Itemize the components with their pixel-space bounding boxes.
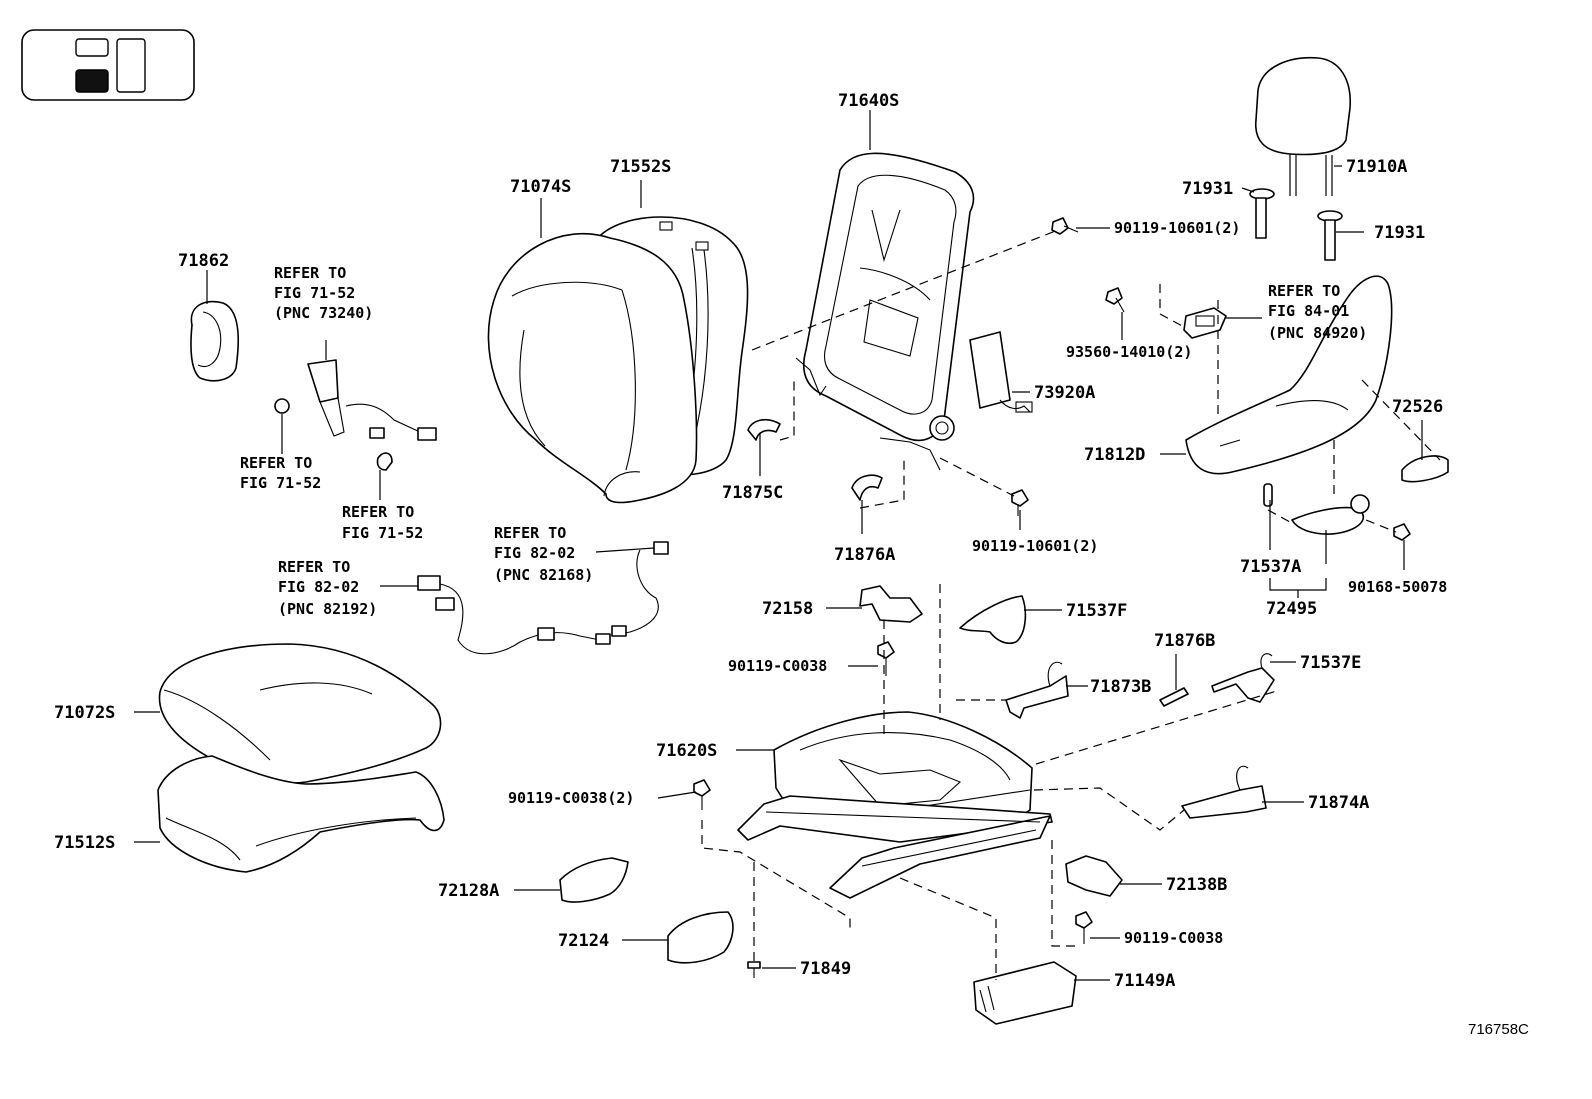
svg-text:FIG 82-02: FIG 82-02: [278, 578, 359, 596]
wire-harness-drawings: [417, 541, 669, 655]
label-71875C: 71875C: [722, 483, 783, 503]
ref-harness-left-note: REFER TO FIG 82-02 (PNC 82192): [278, 558, 377, 618]
label-71862: 71862: [178, 251, 229, 271]
label-71640S: 71640S: [838, 91, 899, 111]
label-71072S: 71072S: [54, 703, 115, 723]
part-labels: 71862 71074S 71552S 71640S 71910A 71931 …: [54, 91, 1447, 991]
label-90168-50078: 90168-50078: [1348, 578, 1447, 596]
label-71873B: 71873B: [1090, 677, 1151, 697]
label-90119-10601-upper: 90119-10601(2): [1114, 219, 1240, 237]
label-72124: 72124: [558, 931, 609, 951]
clip-71875C-drawing: [747, 418, 781, 441]
label-72138B: 72138B: [1166, 875, 1227, 895]
link-71873B-drawing: [1005, 661, 1069, 719]
label-72526: 72526: [1392, 397, 1443, 417]
label-72128A: 72128A: [438, 881, 499, 901]
bracket-71537F-drawing: [959, 595, 1027, 645]
svg-text:REFER TO: REFER TO: [494, 524, 566, 542]
label-71149A: 71149A: [1114, 971, 1175, 991]
label-72495: 72495: [1266, 599, 1317, 619]
label-71931-upper: 71931: [1182, 179, 1233, 199]
label-71552S: 71552S: [610, 157, 671, 177]
label-71910A: 71910A: [1346, 157, 1407, 177]
svg-text:FIG 82-02: FIG 82-02: [494, 544, 575, 562]
svg-text:FIG 71-52: FIG 71-52: [274, 284, 355, 302]
label-71537F: 71537F: [1066, 601, 1127, 621]
svg-text:(PNC 82192): (PNC 82192): [278, 600, 377, 618]
label-71874A: 71874A: [1308, 793, 1369, 813]
seat-rails-drawing: [737, 795, 1053, 899]
label-93560-14010: 93560-14010(2): [1066, 343, 1192, 361]
label-90119-C0038-lower: 90119-C0038: [1124, 929, 1223, 947]
svg-text:REFER TO: REFER TO: [1268, 282, 1340, 300]
ref-seatbelt-note: REFER TO FIG 71-52 (PNC 73240): [274, 264, 373, 322]
label-71876B: 71876B: [1154, 631, 1215, 651]
ref-belt-anchor-note: REFER TO FIG 71-52: [240, 454, 321, 492]
assembly-dashed-lines: [701, 229, 1441, 980]
bracket-71537E-drawing: [1211, 653, 1275, 703]
svg-text:FIG 84-01: FIG 84-01: [1268, 302, 1349, 320]
bolt-icons: [693, 217, 1411, 978]
label-71931-lower: 71931: [1374, 223, 1425, 243]
label-90119-C0038-upper: 90119-C0038: [728, 657, 827, 675]
label-71537A: 71537A: [1240, 557, 1301, 577]
label-71512S: 71512S: [54, 833, 115, 853]
label-71074S: 71074S: [510, 177, 571, 197]
ref-switch-note: REFER TO FIG 84-01 (PNC 84920): [1268, 282, 1367, 342]
knob-72526-drawing: [1401, 455, 1449, 483]
leader-lines: [134, 110, 1423, 981]
label-71812D: 71812D: [1084, 445, 1145, 465]
seat-position-locator-icon: [21, 29, 195, 101]
reference-notes: REFER TO FIG 71-52 (PNC 73240) REFER TO …: [240, 264, 1367, 618]
svg-text:REFER TO: REFER TO: [240, 454, 312, 472]
svg-text:REFER TO: REFER TO: [278, 558, 350, 576]
svg-text:(PNC 73240): (PNC 73240): [274, 304, 373, 322]
svg-text:FIG 71-52: FIG 71-52: [342, 524, 423, 542]
cover-72124-drawing: [667, 911, 734, 964]
label-71849: 71849: [800, 959, 851, 979]
figure-id: 716758C: [1468, 1021, 1529, 1038]
svg-text:(PNC 82168): (PNC 82168): [494, 566, 593, 584]
svg-text:FIG 71-52: FIG 71-52: [240, 474, 321, 492]
link-71874A-drawing: [1181, 765, 1267, 819]
ref-belt-clip-note: REFER TO FIG 71-52: [342, 503, 423, 542]
svg-text:REFER TO: REFER TO: [342, 503, 414, 521]
label-90119-10601-lower: 90119-10601(2): [972, 537, 1098, 555]
clip-71876A-drawing: [851, 474, 883, 501]
cover-71537A-drawing: [1263, 483, 1370, 535]
label-90119-C0038-2: 90119-C0038(2): [508, 789, 634, 807]
seatback-frame-71640S-drawing: [795, 152, 975, 471]
seatback-cover-front-71074S-drawing: [487, 232, 698, 504]
label-73920A: 73920A: [1034, 383, 1095, 403]
spring-71876B-drawing: [1159, 687, 1189, 707]
label-71876A: 71876A: [834, 545, 895, 565]
bracket-72158-drawing: [859, 585, 923, 623]
cover-71149A-drawing: [973, 961, 1077, 1025]
svg-text:REFER TO: REFER TO: [274, 264, 346, 282]
label-71620S: 71620S: [656, 741, 717, 761]
svg-text:(PNC 84920): (PNC 84920): [1268, 324, 1367, 342]
cushion-pad-71512S-drawing: [157, 755, 445, 873]
headrest-guide-71931-drawings: [1249, 188, 1343, 261]
label-72158: 72158: [762, 599, 813, 619]
side-cover-71862-drawing: [190, 300, 239, 382]
cover-72128A-drawing: [559, 857, 629, 903]
label-71537E: 71537E: [1300, 653, 1361, 673]
headrest-71910A-drawing: [1255, 56, 1351, 196]
cover-72138B-drawing: [1065, 855, 1123, 897]
side-shield-71812D-drawing: [1185, 275, 1393, 475]
seatbelt-buckle-drawing: [274, 359, 437, 471]
side-airbag-73920A-drawing: [969, 331, 1033, 413]
ref-harness-right-note: REFER TO FIG 82-02 (PNC 82168): [494, 524, 593, 584]
seat-switch-drawing: [1183, 307, 1227, 339]
